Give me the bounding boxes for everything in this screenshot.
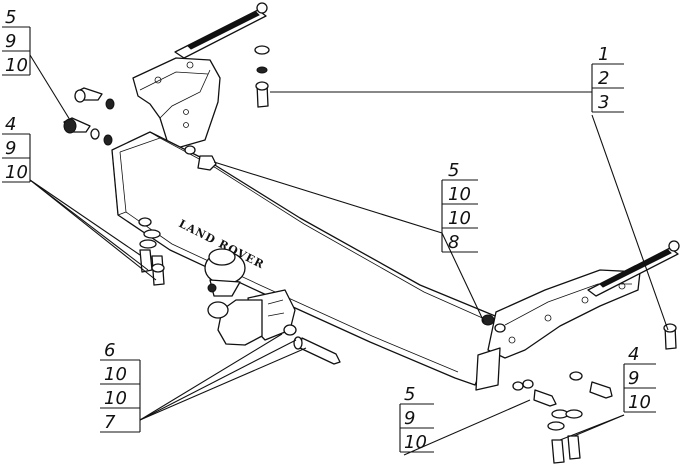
callout-label: 9 (5, 138, 16, 159)
callout-label: 10 (5, 55, 28, 76)
callout-5-9-10-upper-left: 5 9 10 (2, 7, 31, 76)
callout-label: 10 (104, 388, 127, 409)
callout-1-2-3-upper-right: 1 2 3 (591, 44, 624, 113)
callout-5-10-10-8-center: 5 10 10 8 (441, 160, 478, 253)
left-mounting-bracket (132, 2, 268, 151)
callout-label: 6 (104, 340, 115, 361)
callout-6-10-10-7-lower-left: 6 10 10 7 (100, 340, 141, 433)
callout-label: 5 (5, 7, 16, 28)
callout-label: 5 (404, 384, 415, 405)
callout-label: 2 (598, 68, 609, 89)
right-mounting-bracket (475, 240, 680, 391)
callout-label: 5 (448, 160, 459, 181)
callout-4-9-10-left: 4 9 10 (2, 114, 31, 183)
callout-4-9-10-lower-right: 4 9 10 (623, 344, 656, 413)
fasteners (63, 45, 677, 464)
callout-label: 4 (5, 114, 16, 135)
callout-label: 10 (448, 184, 471, 205)
callout-label: 10 (5, 162, 28, 183)
callout-label: 10 (448, 208, 471, 229)
callout-label: 7 (104, 412, 116, 433)
callout-label: 3 (598, 92, 609, 113)
callout-label: 9 (404, 408, 415, 429)
callout-label: 10 (404, 432, 427, 453)
callout-label: 9 (5, 31, 16, 52)
callout-label: 10 (104, 364, 127, 385)
leader-lines (29, 54, 669, 456)
tow-ball-assembly (204, 248, 296, 346)
main-crossbeam: LAND ROVER (111, 131, 501, 386)
callout-label: 9 (628, 368, 639, 389)
callout-label: 1 (598, 44, 609, 65)
callout-5-9-10-lower-center: 5 9 10 (399, 384, 434, 453)
callout-label: 10 (628, 392, 651, 413)
callout-label: 8 (448, 232, 459, 253)
callout-label: 4 (628, 344, 639, 365)
